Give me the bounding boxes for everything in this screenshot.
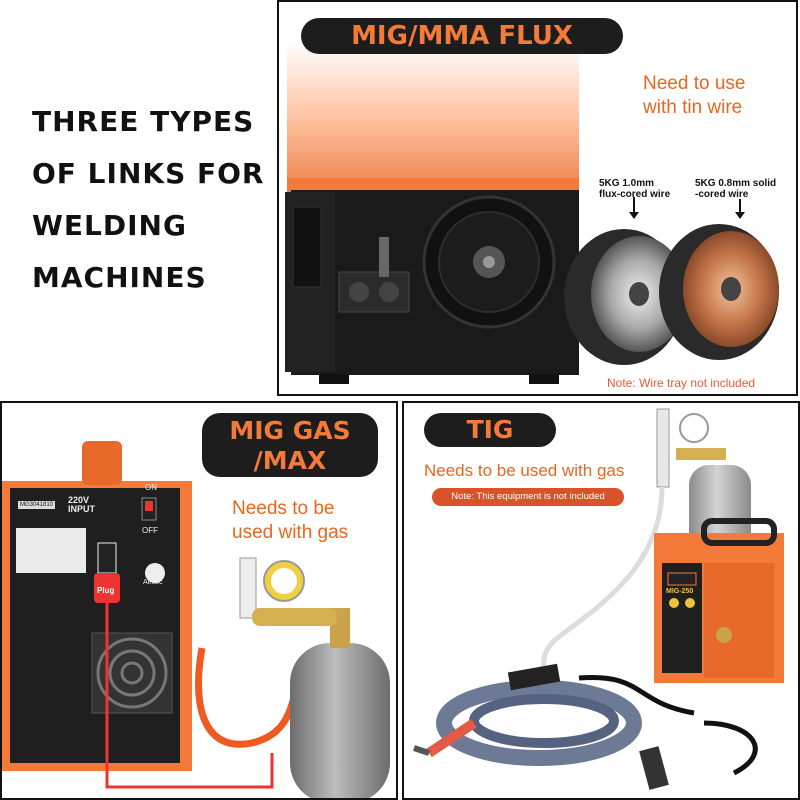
tig-illustration (413, 408, 784, 790)
headline-line-4: MACHINES (32, 261, 207, 294)
panel-mig-mma-flux: MIG/MMA FLUX Need to use with tin wire 5… (277, 0, 798, 396)
mig-flux-title: MIG/MMA FLUX (301, 18, 623, 54)
headline-line-1: THREE TYPES (32, 105, 255, 138)
spool-left-label-line-2: flux-cored wire (599, 189, 671, 200)
mig-flux-need-text: Need to use with tin wire (643, 72, 793, 120)
mig-flux-note: Note: Wire tray not included (607, 376, 756, 390)
panel-tig: TIG Needs to be used with gas Note: This… (402, 401, 800, 800)
panel-mig-gas: MIG GAS /MAX Needs to be used with gas M… (0, 401, 398, 800)
machine-on-label: ON (145, 483, 157, 492)
headline-line-3: WELDING (32, 209, 187, 242)
tig-note-badge: Note: This equipment is not included (432, 488, 624, 506)
tig-need-text: Needs to be used with gas (424, 461, 625, 480)
mig-flux-illustration (285, 42, 779, 384)
mig-gas-need-line-1: Needs to be (232, 498, 335, 519)
spool-right-label: 5KG 0.8mm solid -cored wire (695, 178, 796, 200)
spool-right-label-line-2: -cored wire (695, 189, 749, 200)
mig-gas-need-line-2: used with gas (232, 522, 349, 543)
tig-title: TIG (424, 413, 556, 447)
headline: THREE TYPES OF LINKS FOR WELDING MACHINE… (32, 96, 272, 304)
spool-right-label-line-1: 5KG 0.8mm solid (695, 178, 777, 189)
machine-plug-label: Plug (97, 586, 115, 595)
mig-gas-title-line-2: /MAX (253, 446, 327, 475)
machine-input-line-1: 220V (68, 495, 90, 505)
machine-off-label: OFF (142, 526, 158, 535)
spool-left-label: 5KG 1.0mm flux-cored wire (599, 178, 689, 200)
mig-gas-need-text: Needs to be used with gas (232, 497, 392, 545)
machine-input-label: 220V INPUT (68, 496, 95, 514)
machine-input-line-2: INPUT (68, 504, 95, 514)
mig-gas-title-line-1: MIG GAS (229, 416, 351, 445)
mig-gas-title: MIG GAS /MAX (202, 413, 378, 477)
tig-machine-label: MIG-250 (666, 588, 694, 595)
spool-left-label-line-1: 5KG 1.0mm (599, 178, 655, 189)
headline-line-2: OF LINKS FOR (32, 157, 265, 190)
mig-flux-need-line-1: Need to use (643, 73, 746, 94)
machine-serial-label: MG3041810 (18, 501, 56, 509)
machine-airsoc-label: Airsoc (143, 579, 163, 586)
mig-flux-need-line-2: with tin wire (643, 97, 743, 118)
mig-gas-illustration (2, 441, 390, 798)
